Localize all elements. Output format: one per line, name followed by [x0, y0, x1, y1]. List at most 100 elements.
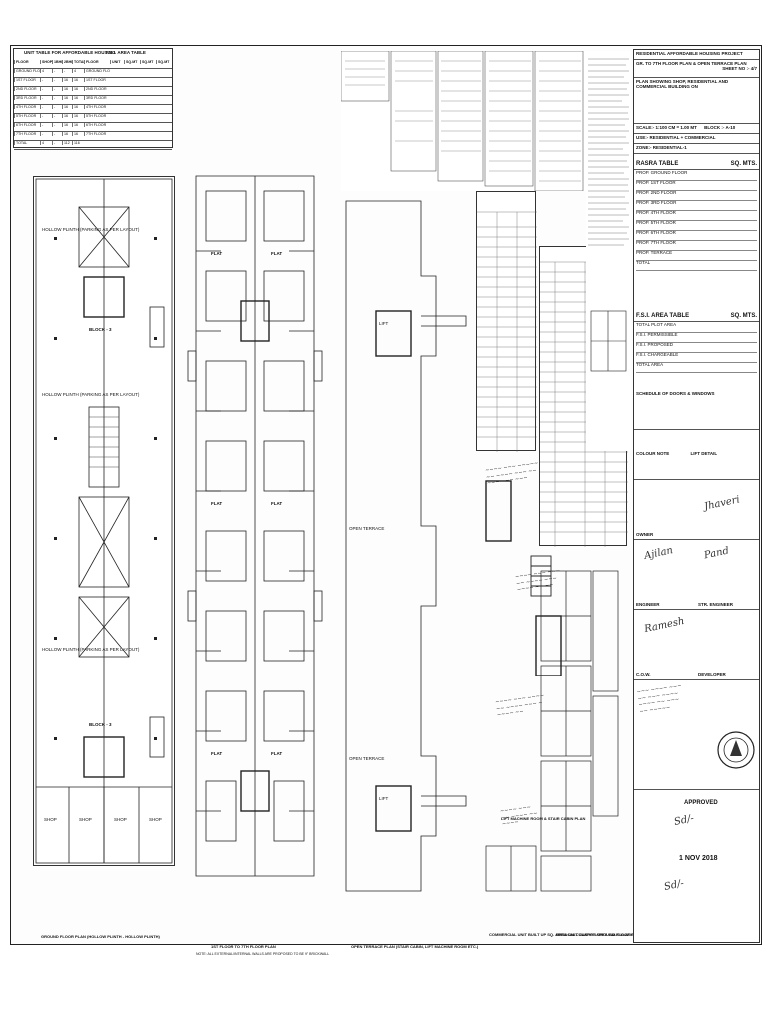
- unit-table-cell: -: [52, 105, 62, 109]
- shop-label-3: SHOP: [114, 817, 127, 822]
- unit-table-cell: 16: [72, 132, 84, 136]
- drawing-sheet: UNIT TABLE FOR AFFORDABLE HOUSING F.S.I.…: [10, 45, 762, 956]
- unit-table-cell: 16: [72, 123, 84, 127]
- approval-handwritten-note: ~~~ ~~~~ ~~~~~ ~~~ ~~~~~~~~ ~~ ~~~~~ ~~~…: [636, 682, 682, 715]
- unit-table-cell: 4: [72, 69, 84, 73]
- tb-scale: SCALE:- 1:100 CM = 1.00 MT: [636, 125, 697, 130]
- tb-rasra-header: RASRA TABLE SQ. MTS.: [634, 160, 759, 170]
- unit-table-cell: 16: [72, 105, 84, 109]
- tb-colour-note: COLOUR NOTE: [636, 451, 670, 456]
- unit-table-cell: -: [40, 105, 52, 109]
- unit-table-cell: 4TH FLOOR: [14, 105, 40, 109]
- unit-table-cell: TOTAL: [14, 141, 40, 145]
- tb-rasra-title: RASRA TABLE: [636, 161, 679, 167]
- unit-table-cell: SQ.MT: [140, 60, 156, 64]
- unit-table-cell: -: [52, 78, 62, 82]
- unit-table-cell: 4: [40, 69, 52, 73]
- unit-table-title: UNIT TABLE FOR AFFORDABLE HOUSING: [24, 50, 116, 55]
- unit-table-cell: -: [52, 96, 62, 100]
- unit-table-cell: -: [52, 87, 62, 91]
- rasra-row: PROP. 7TH FLOOR: [636, 240, 757, 251]
- unit-table-cell: SQ.MT: [156, 60, 172, 64]
- unit-table-cell: 6TH FLOOR: [14, 123, 40, 127]
- unit-table-cell: FLOOR: [14, 60, 40, 64]
- unit-table-cell: 3RD FLOOR: [14, 96, 40, 100]
- unit-table-cell: -: [52, 123, 62, 127]
- tb-approval-notes: ~~~ ~~~~ ~~~~~ ~~~ ~~~~~~~~ ~~ ~~~~~ ~~~…: [634, 680, 759, 790]
- unit-table-cell: 16: [72, 114, 84, 118]
- unit-table-cell: SQ.MT: [124, 60, 140, 64]
- unit-table-cell: -: [40, 123, 52, 127]
- tb-project: RESIDENTIAL AFFORDABLE HOUSING PROJECT: [634, 50, 759, 60]
- tb-fsi-title: F.S.I. AREA TABLE: [636, 313, 690, 319]
- unit-area-table: [476, 191, 537, 452]
- typical-floor-caption: 1ST FLOOR TO 7TH FLOOR PLAN: [211, 944, 276, 949]
- area-calc-tables: [341, 51, 586, 191]
- flat-label-3: FLAT: [211, 501, 223, 506]
- tb-lift-detail: LIFT DETAIL: [690, 451, 718, 456]
- terrace-label-1: OPEN TERRACE: [349, 526, 385, 531]
- typical-note: NOTE: ALL EXTERNAL/INTERNAL WALLS ARE PR…: [196, 952, 330, 956]
- tb-use: USE:- RESIDENTIAL + COMMERCIAL: [634, 134, 759, 144]
- notes-lines: [588, 58, 629, 372]
- fsi-table-title: F.S.I. AREA TABLE: [106, 50, 146, 55]
- unit-table-cell: 16: [62, 87, 72, 91]
- flat-label-1: FLAT: [211, 251, 223, 256]
- flat-label-2: FLAT: [271, 251, 283, 256]
- unit-table-cell: 5TH FLOOR: [84, 114, 110, 118]
- unit-table-cell: GROUND FLOOR: [14, 69, 40, 73]
- unit-table-cell: 16: [62, 123, 72, 127]
- unit-table-cell: 16: [72, 96, 84, 100]
- officer-signature-icon: Sd/-: [663, 878, 685, 893]
- unit-table-cell: 2BHK: [62, 60, 72, 64]
- block-label-ground-2: BLOCK - 3: [89, 722, 112, 727]
- engineer-signature-icon: Ajilan: [643, 545, 674, 562]
- unit-table-cell: 16: [62, 105, 72, 109]
- tb-approved-label: APPROVED: [684, 800, 718, 806]
- block-label-ground: BLOCK - 3: [89, 327, 112, 332]
- unit-table-cell: 16: [72, 78, 84, 82]
- hollow-plinth-label-2: HOLLOW PLINTH (PARKING AS PER LAYOUT): [42, 392, 140, 397]
- unit-table-cell: 1ST FLOOR: [84, 78, 110, 82]
- unit-table-cell: FLOOR: [84, 60, 110, 64]
- hollow-plinth-label-1: HOLLOW PLINTH (PARKING AS PER LAYOUT): [42, 227, 140, 232]
- fsi-row: F.S.I. PROPOSED: [636, 342, 757, 353]
- tb-owner-row: OWNER Jhaveri: [634, 480, 759, 540]
- rasra-row: PROP. 4TH FLOOR: [636, 210, 757, 221]
- flat-label-6: FLAT: [271, 751, 283, 756]
- unit-table-cell: -: [52, 141, 62, 145]
- tb-approved-row: APPROVED 1 NOV 2018 Sd/- Sd/-: [634, 790, 759, 944]
- lift-section-caption: LIFT MACHINE ROOM & STAIR CABIN PLAN: [501, 816, 586, 821]
- terrace-caption: OPEN TERRACE PLAN (STAIR CABIN, LIFT MAC…: [351, 944, 479, 949]
- residential-caption: RERA UNIT CARPET AREA CALCULATION 1ST FL…: [556, 932, 703, 937]
- tb-scale-row: SCALE:- 1:100 CM = 1.00 MT BLOCK :- A-10: [634, 124, 759, 134]
- lift-label-2: LIFT: [379, 796, 389, 801]
- unit-table-cell: 1BHK: [52, 60, 62, 64]
- unit-calculation-plans: [485, 570, 619, 892]
- unit-table-cell: -: [52, 69, 62, 73]
- rasra-row: PROP. 3RD FLOOR: [636, 200, 757, 211]
- rasra-row: PROP. TERRACE: [636, 250, 757, 261]
- str-engineer-signature-icon: Pand: [703, 545, 730, 562]
- unit-table-cell: 16: [62, 96, 72, 100]
- typical-floor-drawing: [187, 175, 323, 877]
- tb-rasra-unit: SQ. MTS.: [730, 161, 757, 167]
- unit-table-cell: SHOP NO: [40, 60, 52, 64]
- open-terrace-plan: OPEN TERRACE OPEN TERRACE LIFT LIFT: [341, 196, 471, 896]
- shop-label-4: SHOP: [149, 817, 162, 822]
- tb-block: BLOCK :- A-10: [704, 125, 736, 130]
- general-notes: [586, 51, 631, 451]
- tb-fsi-header: F.S.I. AREA TABLE SQ. MTS.: [634, 312, 759, 322]
- flat-label-4: FLAT: [271, 501, 283, 506]
- tb-zone: ZONE:- RESIDENTIAL-1: [634, 144, 759, 154]
- tb-str-engineer-label: STR. ENGINEER: [698, 602, 734, 607]
- rasra-row: PROP. 6TH FLOOR: [636, 230, 757, 241]
- unit-table-cell: -: [62, 69, 72, 73]
